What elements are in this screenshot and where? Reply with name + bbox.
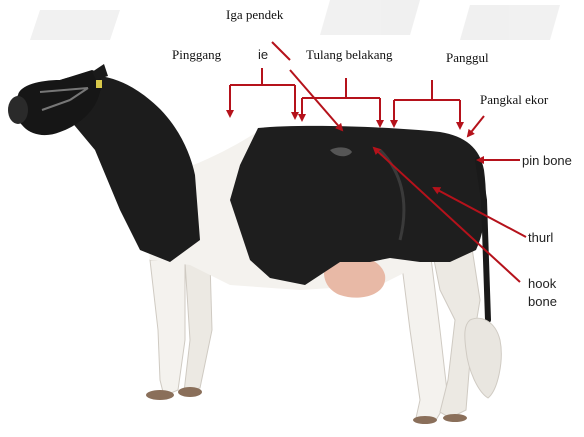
pinggang-bracket xyxy=(230,68,295,118)
label-tulang-belakang: Tulang belakang xyxy=(306,47,393,62)
label-pinggang-fragment: ie xyxy=(258,47,268,62)
label-pinggang: Pinggang xyxy=(172,47,222,62)
front-leg-right xyxy=(184,262,212,392)
iga-pendek-arrow xyxy=(290,70,342,130)
label-hook-bone-line1: hook xyxy=(528,276,557,291)
muzzle xyxy=(8,96,28,124)
label-thurl: thurl xyxy=(528,230,553,245)
watermark xyxy=(30,0,560,40)
back-patch xyxy=(230,126,486,285)
hoof xyxy=(178,387,202,397)
iga-pendek-line xyxy=(272,42,290,60)
ear-tag xyxy=(96,80,102,88)
pangkal-ekor-arrow xyxy=(468,116,484,136)
front-leg-left xyxy=(150,260,185,396)
label-hook-bone-line2: bone xyxy=(528,294,557,309)
label-iga-pendek: Iga pendek xyxy=(226,7,284,22)
hoof xyxy=(146,390,174,400)
cow-illustration xyxy=(8,64,501,424)
tulang-belakang-bracket xyxy=(302,78,380,98)
label-panggul: Panggul xyxy=(446,50,489,65)
label-pin-bone: pin bone xyxy=(522,153,572,168)
hoof xyxy=(413,416,437,424)
hoof xyxy=(443,414,467,422)
tail-switch xyxy=(465,318,501,398)
label-pangkal-ekor: Pangkal ekor xyxy=(480,92,549,107)
panggul-bracket xyxy=(394,80,460,100)
